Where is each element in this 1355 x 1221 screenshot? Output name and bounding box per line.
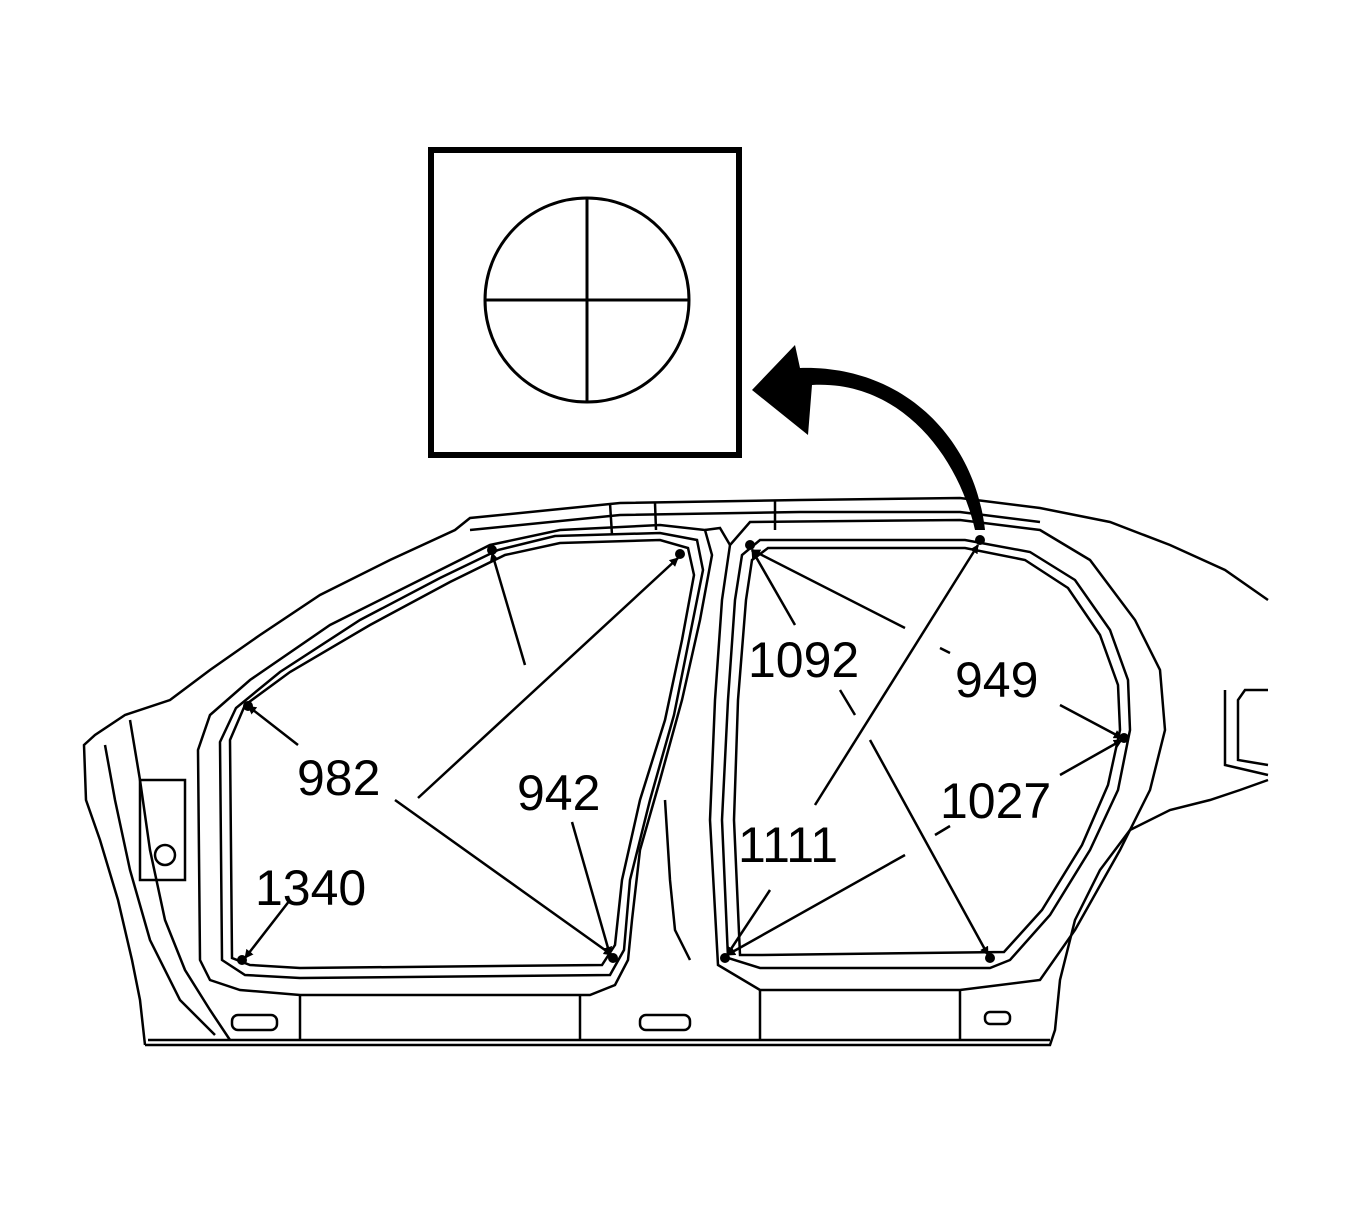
measure-line-1111-b bbox=[725, 889, 772, 956]
reference-point bbox=[243, 701, 253, 711]
measure-line-1092-b bbox=[868, 739, 990, 956]
measure-label-1027: 1027 bbox=[940, 773, 1051, 829]
detail-inset bbox=[428, 147, 742, 458]
measure-label-949: 949 bbox=[955, 652, 1038, 708]
measurement-labels: 982 942 1340 1092 949 1111 1027 bbox=[255, 632, 1051, 916]
measure-line-1027-b bbox=[726, 853, 906, 957]
measure-line-982-a bbox=[247, 705, 299, 746]
reference-point bbox=[608, 953, 618, 963]
measure-label-1111: 1111 bbox=[738, 817, 838, 873]
measurement-lines bbox=[244, 544, 1123, 959]
measure-line-1340-a bbox=[244, 899, 291, 959]
measure-line-942-a bbox=[489, 552, 527, 666]
reference-point bbox=[237, 955, 247, 965]
measure-line-1111-a bbox=[813, 544, 980, 806]
measure-label-942: 942 bbox=[517, 765, 600, 821]
measure-line-942-b bbox=[570, 821, 613, 956]
measure-line-1340-b bbox=[417, 557, 679, 799]
body-side-panel bbox=[82, 496, 1269, 1047]
measure-line-1027-dash bbox=[934, 824, 951, 837]
measure-line-1092-dash bbox=[838, 689, 857, 716]
reference-point bbox=[487, 545, 497, 555]
measure-label-1092: 1092 bbox=[748, 632, 859, 688]
measure-line-949-a bbox=[751, 548, 906, 630]
measure-line-949-dash bbox=[939, 646, 951, 655]
callout-arrow bbox=[752, 345, 985, 530]
reference-point bbox=[675, 549, 685, 559]
reference-point bbox=[1119, 733, 1129, 743]
reference-point bbox=[745, 540, 755, 550]
measure-line-1092-a bbox=[750, 549, 797, 626]
measure-line-949-b bbox=[1059, 703, 1123, 740]
measure-label-1340: 1340 bbox=[255, 860, 366, 916]
measure-line-982-b bbox=[394, 798, 613, 957]
reference-points bbox=[237, 535, 1129, 965]
measure-line-1027-a bbox=[1059, 738, 1123, 777]
measure-label-982: 982 bbox=[297, 750, 380, 806]
reference-point-icon bbox=[483, 196, 691, 404]
reference-point bbox=[975, 535, 985, 545]
reference-point bbox=[985, 953, 995, 963]
reference-point bbox=[720, 953, 730, 963]
